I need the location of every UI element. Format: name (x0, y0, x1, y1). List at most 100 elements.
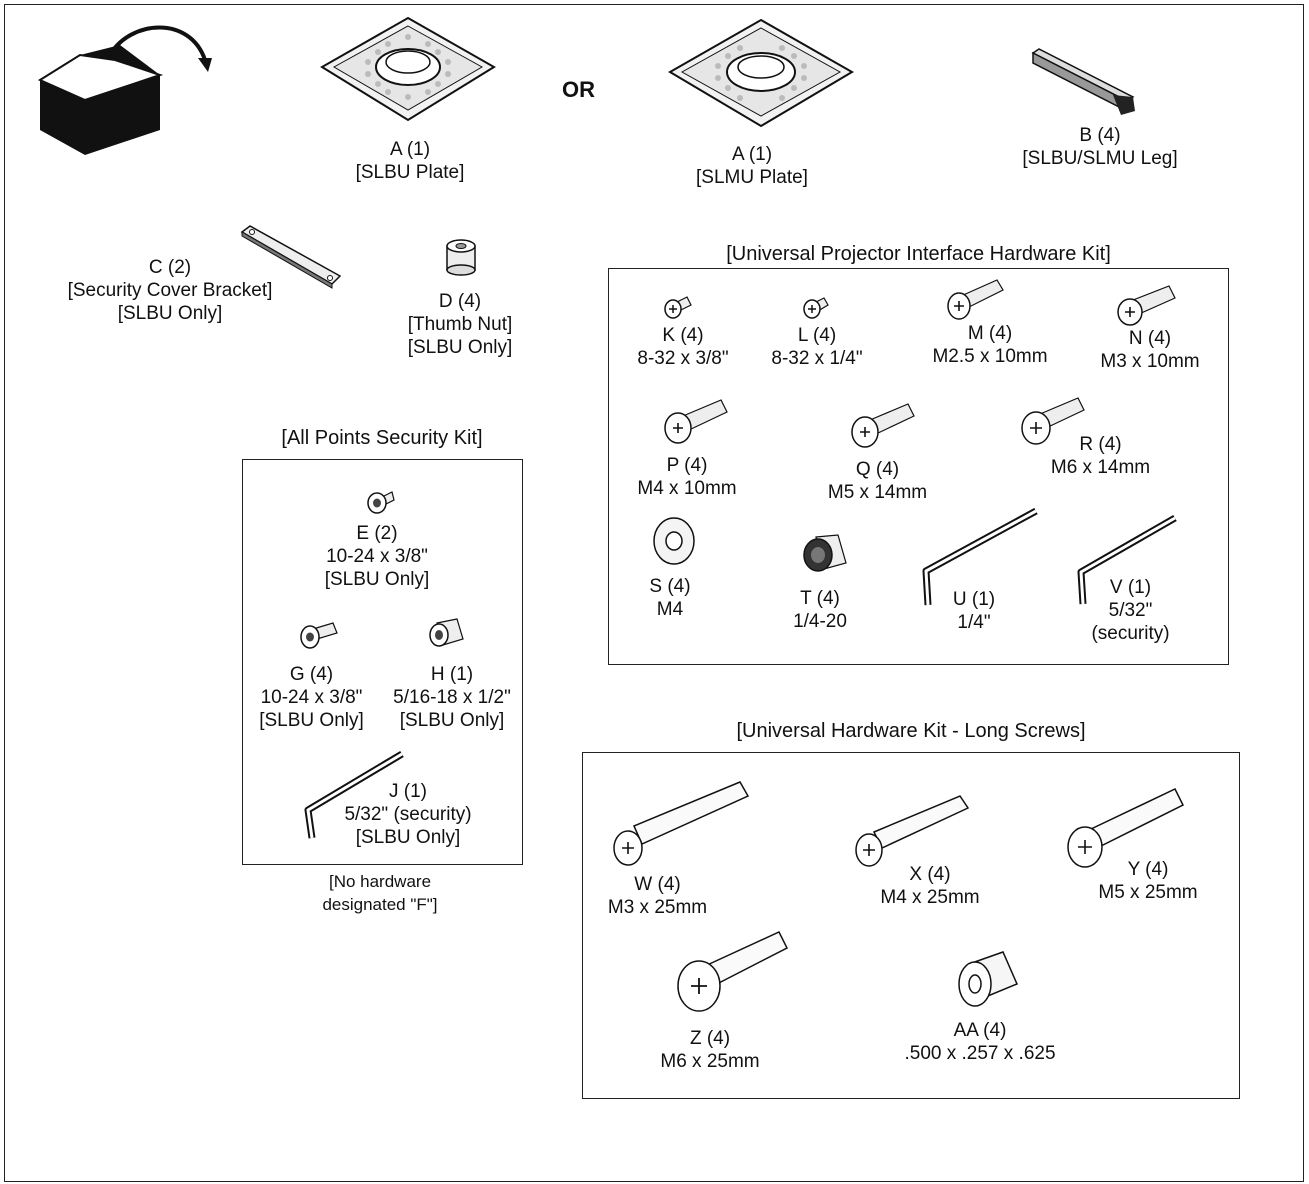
item-spec: M5 x 14mm (827, 482, 928, 503)
screw-r-icon (1021, 397, 1085, 445)
item-label: R (4) (1079, 434, 1122, 455)
item-p: P (4) M4 x 10mm (612, 454, 762, 500)
item-label: L (4) (797, 325, 837, 346)
item-u: U (1) 1/4" (924, 588, 1024, 634)
item-note: [SLBU Only] (324, 569, 430, 590)
item-label: J (1) (389, 781, 427, 802)
item-spec: M6 x 14mm (1050, 457, 1151, 478)
item-h: H (1) 5/16-18 x 1/2" [SLBU Only] (378, 663, 526, 732)
item-note: [SLBU Only] (399, 710, 505, 731)
item-spec: [SLBU Plate] (355, 162, 465, 183)
item-label: H (1) (430, 664, 474, 685)
item-a-slbu: A (1) [SLBU Plate] (320, 138, 500, 184)
note-line: [No hardware (328, 872, 432, 891)
or-label: OR (562, 77, 595, 102)
item-spec: .500 x .257 x .625 (904, 1043, 1056, 1064)
screw-k-icon (664, 296, 692, 319)
item-v: V (1) 5/32" (security) (1068, 576, 1193, 645)
item-g: G (4) 10-24 x 3/8" [SLBU Only] (244, 663, 379, 732)
page-frame (4, 4, 1304, 1182)
note-line: designated "F"] (322, 895, 438, 914)
item-spec: [Thumb Nut] (407, 314, 513, 335)
screw-y-icon (1067, 788, 1185, 868)
item-spec: 1/4" (957, 612, 991, 633)
item-spec: M4 (656, 599, 684, 620)
item-z: Z (4) M6 x 25mm (640, 1027, 780, 1073)
item-label: Z (4) (689, 1028, 731, 1049)
open-box-icon (37, 25, 212, 155)
item-spec: M3 x 10mm (1100, 351, 1200, 372)
hex-key-j-icon (304, 750, 404, 839)
bracket-illustration (240, 225, 342, 289)
screw-h-icon (429, 618, 464, 647)
item-spec: M3 x 25mm (607, 897, 708, 918)
screw-z-icon (677, 931, 789, 1012)
screw-p-icon (664, 399, 728, 444)
security-kit-box (242, 459, 523, 865)
item-label: B (4) (1079, 125, 1121, 146)
item-n: N (4) M3 x 10mm (1080, 327, 1220, 373)
item-label: D (4) (438, 291, 482, 312)
item-note: (security) (1091, 623, 1170, 644)
hex-key-v-icon (1077, 514, 1177, 605)
screw-x-icon (855, 795, 970, 867)
screw-n-icon (1117, 285, 1176, 326)
item-label: A (1) (731, 144, 773, 165)
no-hardware-note: [No hardware designated "F"] (290, 870, 470, 916)
long-screws-kit-box (582, 752, 1240, 1099)
item-label: V (1) (1109, 577, 1152, 598)
item-j: J (1) 5/32" (security) [SLBU Only] (318, 780, 498, 849)
item-label: AA (4) (953, 1020, 1007, 1041)
item-m: M (4) M2.5 x 10mm (910, 322, 1070, 368)
item-spec: M4 x 10mm (637, 478, 737, 499)
item-s: S (4) M4 (620, 575, 720, 621)
item-spec: 5/16-18 x 1/2" (393, 687, 511, 708)
projector-kit-title: [Universal Projector Interface Hardware … (726, 243, 1111, 265)
item-spec: M5 x 25mm (1098, 882, 1198, 903)
slmu-plate-illustration (668, 18, 854, 128)
item-label: T (4) (800, 588, 840, 609)
item-label: S (4) (649, 576, 691, 597)
long-screws-kit-title: [Universal Hardware Kit - Long Screws] (736, 720, 1086, 742)
item-t: T (4) 1/4-20 (770, 587, 870, 633)
item-spec: M6 x 25mm (660, 1051, 760, 1072)
spacer-aa-icon (958, 951, 1018, 1007)
item-a-slmu: A (1) [SLMU Plate] (662, 143, 842, 189)
insert-t-icon (803, 534, 847, 572)
item-note: [SLBU Only] (355, 827, 461, 848)
screw-m-icon (947, 279, 1004, 320)
item-label: K (4) (662, 325, 704, 346)
screw-l-icon (803, 297, 829, 319)
hex-key-u-icon (922, 507, 1038, 606)
item-q: Q (4) M5 x 14mm (800, 458, 955, 504)
screw-w-icon (613, 781, 750, 866)
item-label: Q (4) (855, 459, 900, 480)
item-spec: 10-24 x 3/8" (326, 546, 428, 567)
item-spec: 8-32 x 1/4" (771, 348, 863, 369)
item-spec: 1/4-20 (793, 611, 847, 632)
item-d: D (4) [Thumb Nut] [SLBU Only] (370, 290, 550, 359)
item-e: E (2) 10-24 x 3/8" [SLBU Only] (282, 522, 472, 591)
item-label: A (1) (389, 139, 431, 160)
item-k: K (4) 8-32 x 3/8" (618, 324, 748, 370)
item-label: W (4) (634, 874, 681, 895)
projector-kit-box (608, 268, 1229, 665)
item-c: C (2) [Security Cover Bracket] [SLBU Onl… (40, 256, 300, 325)
item-x: X (4) M4 x 25mm (860, 863, 1000, 909)
item-spec: 5/32" (1108, 600, 1153, 621)
item-l: L (4) 8-32 x 1/4" (752, 324, 882, 370)
leg-illustration (1031, 48, 1135, 115)
item-r: R (4) M6 x 14mm (1028, 433, 1173, 479)
screw-g-icon (300, 622, 338, 649)
item-label: N (4) (1128, 328, 1172, 349)
item-label: U (1) (952, 589, 996, 610)
item-spec: 8-32 x 3/8" (637, 348, 729, 369)
item-label: X (4) (909, 864, 951, 885)
item-label: E (2) (356, 523, 398, 544)
item-spec: M2.5 x 10mm (932, 346, 1048, 367)
item-label: P (4) (666, 455, 708, 476)
screw-e-icon (367, 491, 395, 514)
security-kit-title: [All Points Security Kit] (281, 427, 483, 449)
item-spec: [SLBU/SLMU Leg] (1022, 148, 1178, 169)
item-note: [SLBU Only] (259, 710, 364, 731)
